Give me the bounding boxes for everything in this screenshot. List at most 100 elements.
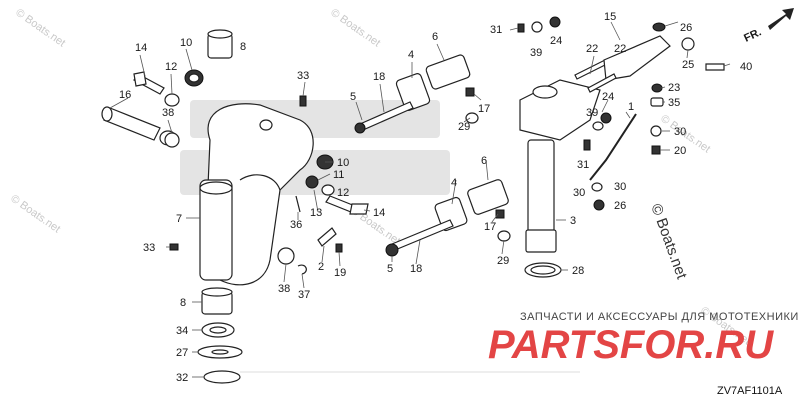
- callout[interactable]: 39: [530, 47, 542, 59]
- callout[interactable]: 15: [604, 11, 616, 23]
- nut-17-top: [465, 87, 475, 97]
- callout[interactable]: 33: [143, 242, 155, 254]
- callout[interactable]: 36: [290, 219, 302, 231]
- callout[interactable]: 22: [586, 43, 598, 55]
- bolt-19: [335, 243, 343, 253]
- callout[interactable]: 40: [740, 61, 752, 73]
- callout[interactable]: 10: [180, 37, 192, 49]
- callout[interactable]: 24: [602, 91, 614, 103]
- callout[interactable]: 39: [586, 107, 598, 119]
- drawing-code: ZV7AF1101A: [717, 385, 783, 397]
- callout[interactable]: 38: [278, 283, 290, 295]
- callout[interactable]: 31: [577, 159, 589, 171]
- washer-29-low: [497, 230, 511, 242]
- callout[interactable]: 4: [451, 177, 457, 189]
- washer-12-mid: [321, 184, 335, 196]
- upper-bolt-18: [354, 101, 414, 134]
- collar-38-low: [277, 247, 295, 265]
- callout[interactable]: 6: [481, 155, 487, 167]
- bolt-33-low: [169, 243, 179, 251]
- callout[interactable]: 5: [350, 91, 356, 103]
- washer-30-right: [650, 125, 662, 137]
- clip-37: [297, 264, 307, 275]
- callout[interactable]: 20: [674, 145, 686, 157]
- callout[interactable]: 25: [682, 59, 694, 71]
- callout[interactable]: 10: [337, 157, 349, 169]
- callout-labels: 14 10 8 12 16 38 33 18 5 6 4 17 29 31 39…: [119, 11, 752, 384]
- washer-27: [197, 345, 243, 359]
- bolt-31-mid: [583, 139, 591, 151]
- callout[interactable]: 6: [432, 31, 438, 43]
- washer-29-top: [465, 112, 479, 124]
- leader-lines: [109, 21, 731, 378]
- upper-mount-4: [395, 73, 431, 111]
- callout[interactable]: 38: [162, 107, 174, 119]
- nut-17-low: [495, 209, 505, 219]
- callout[interactable]: 37: [298, 289, 310, 301]
- collar-10-top: [184, 69, 204, 87]
- callout[interactable]: 14: [373, 207, 385, 219]
- callout[interactable]: 28: [572, 265, 584, 277]
- callout[interactable]: 2: [318, 261, 324, 273]
- callout[interactable]: 5: [387, 263, 393, 275]
- ring-28: [524, 262, 562, 278]
- callout[interactable]: 17: [484, 221, 496, 233]
- ground-cable-1: [589, 113, 637, 181]
- upper-housing-6: [425, 54, 471, 90]
- collar-35: [650, 97, 664, 107]
- plate-15: [603, 35, 671, 81]
- callout[interactable]: 30: [674, 126, 686, 138]
- callout[interactable]: 27: [176, 347, 188, 359]
- nut-26-low: [593, 199, 605, 211]
- callout[interactable]: 35: [668, 97, 680, 109]
- callout[interactable]: 16: [119, 89, 131, 101]
- collar-23: [651, 83, 663, 93]
- watermark: © Boats.net: [13, 7, 67, 50]
- callout[interactable]: 18: [373, 71, 385, 83]
- nut-25: [681, 37, 695, 51]
- lower-bolt-18: [385, 219, 454, 257]
- callout[interactable]: 24: [550, 35, 562, 47]
- callout[interactable]: 8: [180, 297, 186, 309]
- callout[interactable]: 32: [176, 372, 188, 384]
- callout[interactable]: 18: [410, 263, 422, 275]
- callout[interactable]: 33: [297, 70, 309, 82]
- callout[interactable]: 8: [240, 41, 246, 53]
- nut-24-mid: [600, 112, 612, 124]
- callout[interactable]: 12: [165, 61, 177, 73]
- callout[interactable]: 19: [334, 267, 346, 279]
- grease-fitting-11: [305, 175, 319, 189]
- bolt-33-top: [299, 95, 307, 107]
- callout[interactable]: 26: [680, 22, 692, 34]
- callout[interactable]: 14: [135, 42, 147, 54]
- bolt-20: [651, 145, 661, 155]
- callout[interactable]: 4: [408, 49, 414, 61]
- shop-tagline: ЗАПЧАСТИ И АКСЕССУАРЫ ДЛЯ МОТОТЕХНИКИ: [520, 311, 799, 323]
- callout[interactable]: 13: [310, 207, 322, 219]
- callout[interactable]: 22: [614, 43, 626, 55]
- callout[interactable]: 17: [478, 103, 490, 115]
- callout[interactable]: 29: [458, 121, 470, 133]
- callout[interactable]: 3: [570, 215, 576, 227]
- seal-34: [201, 322, 235, 338]
- direction-label: FR.: [742, 26, 763, 44]
- callout[interactable]: 23: [668, 82, 680, 94]
- callout[interactable]: 29: [497, 255, 509, 267]
- bolt-40: [705, 63, 725, 71]
- callout[interactable]: 30: [573, 187, 585, 199]
- callout[interactable]: 26: [614, 200, 626, 212]
- callout[interactable]: 11: [333, 169, 344, 181]
- callout[interactable]: 12: [337, 187, 349, 199]
- callout[interactable]: 30: [614, 181, 626, 193]
- callout[interactable]: 31: [490, 24, 502, 36]
- mount-bracket: [519, 79, 601, 141]
- callout[interactable]: 34: [176, 325, 188, 337]
- callout[interactable]: 7: [176, 213, 182, 225]
- swivel-case: [199, 103, 314, 286]
- callout[interactable]: 1: [628, 101, 634, 113]
- copyright-mark: © Boats.net: [647, 202, 690, 282]
- grommet-26-top: [652, 22, 666, 32]
- watermark: © Boats.net: [328, 7, 382, 50]
